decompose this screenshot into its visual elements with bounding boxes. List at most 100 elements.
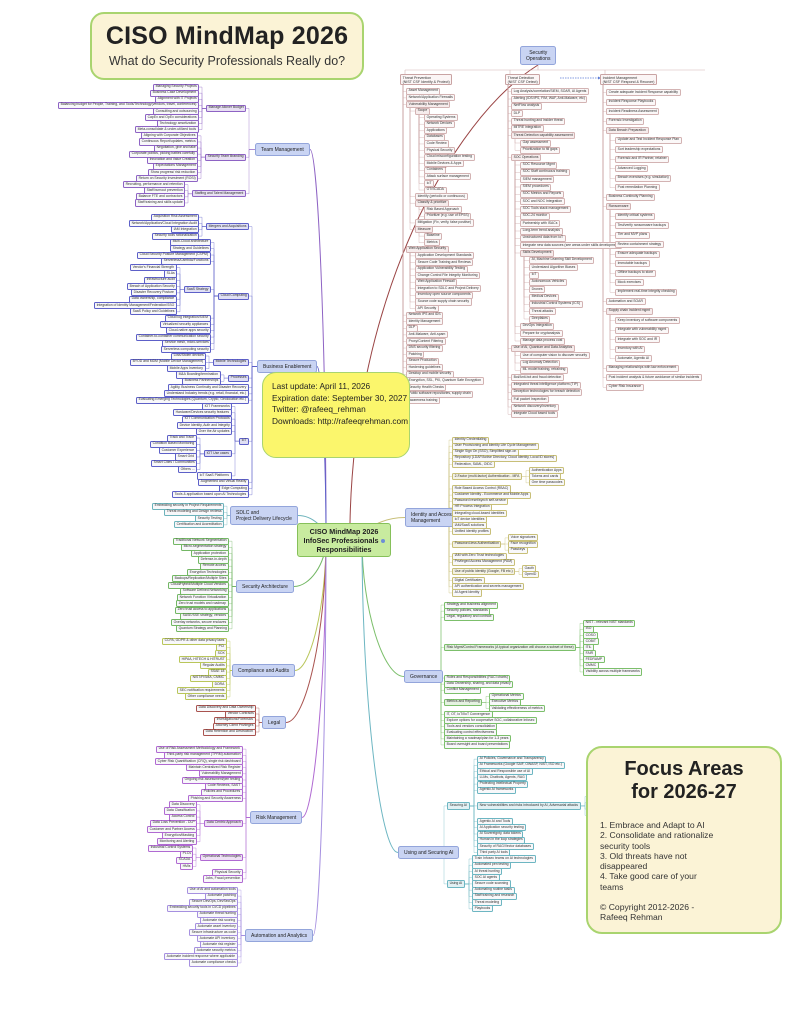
leaf-node[interactable]: ML model training, retraining [520, 366, 569, 374]
downloads-link[interactable]: Downloads: http://rafeeqrehman.com [272, 415, 409, 426]
leaf-node[interactable]: Threat attacks [529, 308, 556, 316]
leaf-node[interactable]: Drones [529, 286, 546, 294]
leaf-node[interactable]: API Security [415, 305, 439, 313]
leaf-node[interactable]: SOC Metrics and Reports [520, 190, 564, 198]
subtopic-node[interactable]: Skills Development [520, 249, 555, 257]
leaf-node[interactable]: Agentic AI frameworks [477, 786, 516, 794]
leaf-node[interactable]: Containers [424, 166, 446, 174]
subtopic-node[interactable]: 2-Factor (multi-factor) Authentication -… [452, 473, 523, 481]
leaf-node[interactable]: SOC Resource Mgmt [520, 161, 558, 169]
leaf-node[interactable]: DLP [511, 110, 523, 118]
subtopic-node[interactable]: SaaS Strategy [184, 286, 212, 294]
leaf-node[interactable]: Playbooks [472, 905, 493, 913]
leaf-node[interactable]: Certification and Accreditation [174, 521, 225, 529]
leaf-node[interactable]: Business Continuity Planning [606, 193, 656, 201]
leaf-node[interactable]: Test/verify ransomware backups [615, 222, 669, 230]
subtopic-node[interactable]: IoT [239, 437, 250, 445]
leaf-node[interactable]: Applications [424, 127, 448, 135]
leaf-node[interactable]: Log Anomaly Detection [520, 359, 561, 367]
leaf-node[interactable]: CCPA, GDPR & other data privacy laws [162, 637, 227, 645]
leaf-node[interactable]: Industrial Control Systems (ICS) [529, 300, 583, 308]
leaf-node[interactable]: Prioritization to fill gaps [520, 146, 561, 154]
leaf-node[interactable]: Offline backups to store [615, 269, 656, 277]
leaf-node[interactable]: DevOps Integration [520, 322, 555, 330]
leaf-node[interactable]: Proxy/Content Filtering [406, 337, 446, 346]
subtopic-node[interactable]: Operational Technologies [200, 853, 244, 861]
leaf-node[interactable]: Smart Cities / Communities [151, 459, 198, 467]
leaf-node[interactable]: Secure Code Training and Reviews [415, 258, 474, 267]
leaf-node[interactable]: Use of computer vision to discover secur… [520, 352, 590, 360]
leaf-node[interactable]: Evaluating Emerging Technologies (Quantu… [136, 396, 249, 404]
branch-gov[interactable]: Governance [404, 670, 444, 683]
leaf-node[interactable]: Asset Management [406, 87, 441, 95]
leaf-node[interactable]: Mitigation (Fix, verify, false positive) [415, 219, 474, 227]
leaf-node[interactable]: Threat hunting and insider threat [511, 117, 566, 125]
leaf-node[interactable]: Identify critical systems [615, 212, 656, 220]
leaf-node[interactable]: Serverless/Lambda/Functions [161, 257, 212, 265]
leaf-node[interactable]: Gap assessment [520, 139, 551, 147]
leaf-node[interactable]: IoT [424, 179, 435, 188]
leaf-node[interactable]: DNS security filtering [406, 344, 443, 352]
leaf-node[interactable]: IoT [529, 271, 540, 279]
branch-team[interactable]: Team Management [255, 143, 310, 156]
subtopic-node[interactable]: Mobile Technologies [213, 358, 249, 366]
leaf-node[interactable]: Cyber Risk Insurance [606, 383, 644, 391]
leaf-node[interactable]: Integrate with vulnerability mgmt [615, 326, 669, 334]
leaf-node[interactable]: API authentication and secrets managemen… [452, 583, 524, 591]
leaf-node[interactable]: Update and Test Incident Response Plan [615, 136, 682, 144]
leaf-node[interactable]: Forensic and IR Partner, retainer [615, 155, 670, 163]
leaf-node[interactable]: Unified identity profiles [452, 528, 492, 536]
leaf-node[interactable]: Board oversight and board presentations [444, 741, 511, 749]
subtopic-node[interactable]: Data Centric Approach [204, 819, 244, 827]
leaf-node[interactable]: NIST/FISMA, CMMC [190, 674, 227, 682]
leaf-node[interactable]: Deepfakes [529, 315, 551, 323]
leaf-node[interactable]: Incident Readiness Assessment [606, 108, 660, 116]
leaf-node[interactable]: Network/Application/Cloud Integration Au… [129, 219, 200, 228]
leaf-node[interactable]: Phishing and Security Awareness [188, 795, 244, 803]
branch-compliance[interactable]: Compliance and Audits [232, 664, 296, 677]
leaf-node[interactable]: AI, Machine Learning Skill Development [529, 256, 595, 264]
leaf-node[interactable]: MITRE integration [511, 124, 544, 132]
leaf-node[interactable]: One time passcodes [529, 479, 566, 487]
leaf-node[interactable]: Integrated threat intelligence platform … [511, 381, 581, 389]
subtopic-node[interactable]: Use of AI, Quantum and Data Analytics [511, 344, 575, 352]
subtopic-node[interactable]: Staffing and Talent Management [192, 190, 246, 198]
subtopic-node[interactable]: Vulnerability Management [406, 100, 451, 109]
leaf-node[interactable]: Sort leadership expectations [615, 146, 663, 154]
leaf-node[interactable]: Visibility across multiple frameworks [583, 668, 643, 676]
leaf-node[interactable]: Automation and SOAR [606, 298, 646, 306]
leaf-node[interactable]: Integration to SDLC and Project Delivery [415, 285, 482, 293]
leaf-node[interactable]: Attack surface management [424, 173, 472, 181]
leaf-node[interactable]: Long-term trend analysis [520, 227, 563, 235]
subtopic-node[interactable]: Risk Mgmt/Control Frameworks (A typical … [444, 644, 577, 652]
leaf-node[interactable]: Manage data process cost [520, 337, 565, 345]
leaf-node[interactable]: SIEM management [520, 176, 555, 184]
leaf-node[interactable]: NetFlow analysis [511, 102, 542, 110]
leaf-node[interactable]: Passkeys [508, 546, 528, 554]
subtopic-node[interactable]: Use of public identity (Google, FB etc.) [452, 568, 516, 576]
leaf-node[interactable]: Physical Security [424, 147, 456, 155]
leaf-node[interactable]: DLP [406, 324, 418, 332]
leaf-node[interactable]: AI Agent Identity [452, 589, 482, 597]
leaf-node[interactable]: Deception technologies for breach detect… [511, 388, 583, 396]
leaf-node[interactable]: Privileged Access Management (PAM) [452, 558, 515, 566]
subtopic-node[interactable]: SOC Operations [511, 154, 542, 162]
leaf-node[interactable]: Over the Air updates [196, 428, 233, 436]
secops-column-header[interactable]: Incident Management(NIST CSF Respond & R… [600, 74, 658, 86]
leaf-node[interactable]: Awareness training [406, 397, 440, 405]
leaf-node[interactable]: Tools & application based upon AI Techno… [172, 491, 249, 499]
leaf-node[interactable]: Unstructured data from IoT [520, 234, 566, 242]
leaf-node[interactable]: Vendor's Financial Strength [130, 264, 177, 272]
leaf-node[interactable]: HMIs [180, 863, 194, 871]
leaf-node[interactable]: Federation, SAML, OIDC [452, 461, 495, 469]
leaf-node[interactable]: Others ... [178, 466, 198, 474]
branch-secarch[interactable]: Security Architecture [236, 580, 294, 593]
leaf-node[interactable]: NIST - relevant NIST standards [583, 619, 636, 627]
leaf-node[interactable]: SIEM procedures [520, 183, 552, 191]
subtopic-node[interactable]: Metrics and Reporting [444, 698, 483, 706]
leaf-node[interactable]: Incident Response Playbooks [606, 98, 656, 106]
leaf-node[interactable]: Forensic Investigation [606, 117, 645, 125]
subtopic-node[interactable]: Processes [228, 374, 250, 382]
